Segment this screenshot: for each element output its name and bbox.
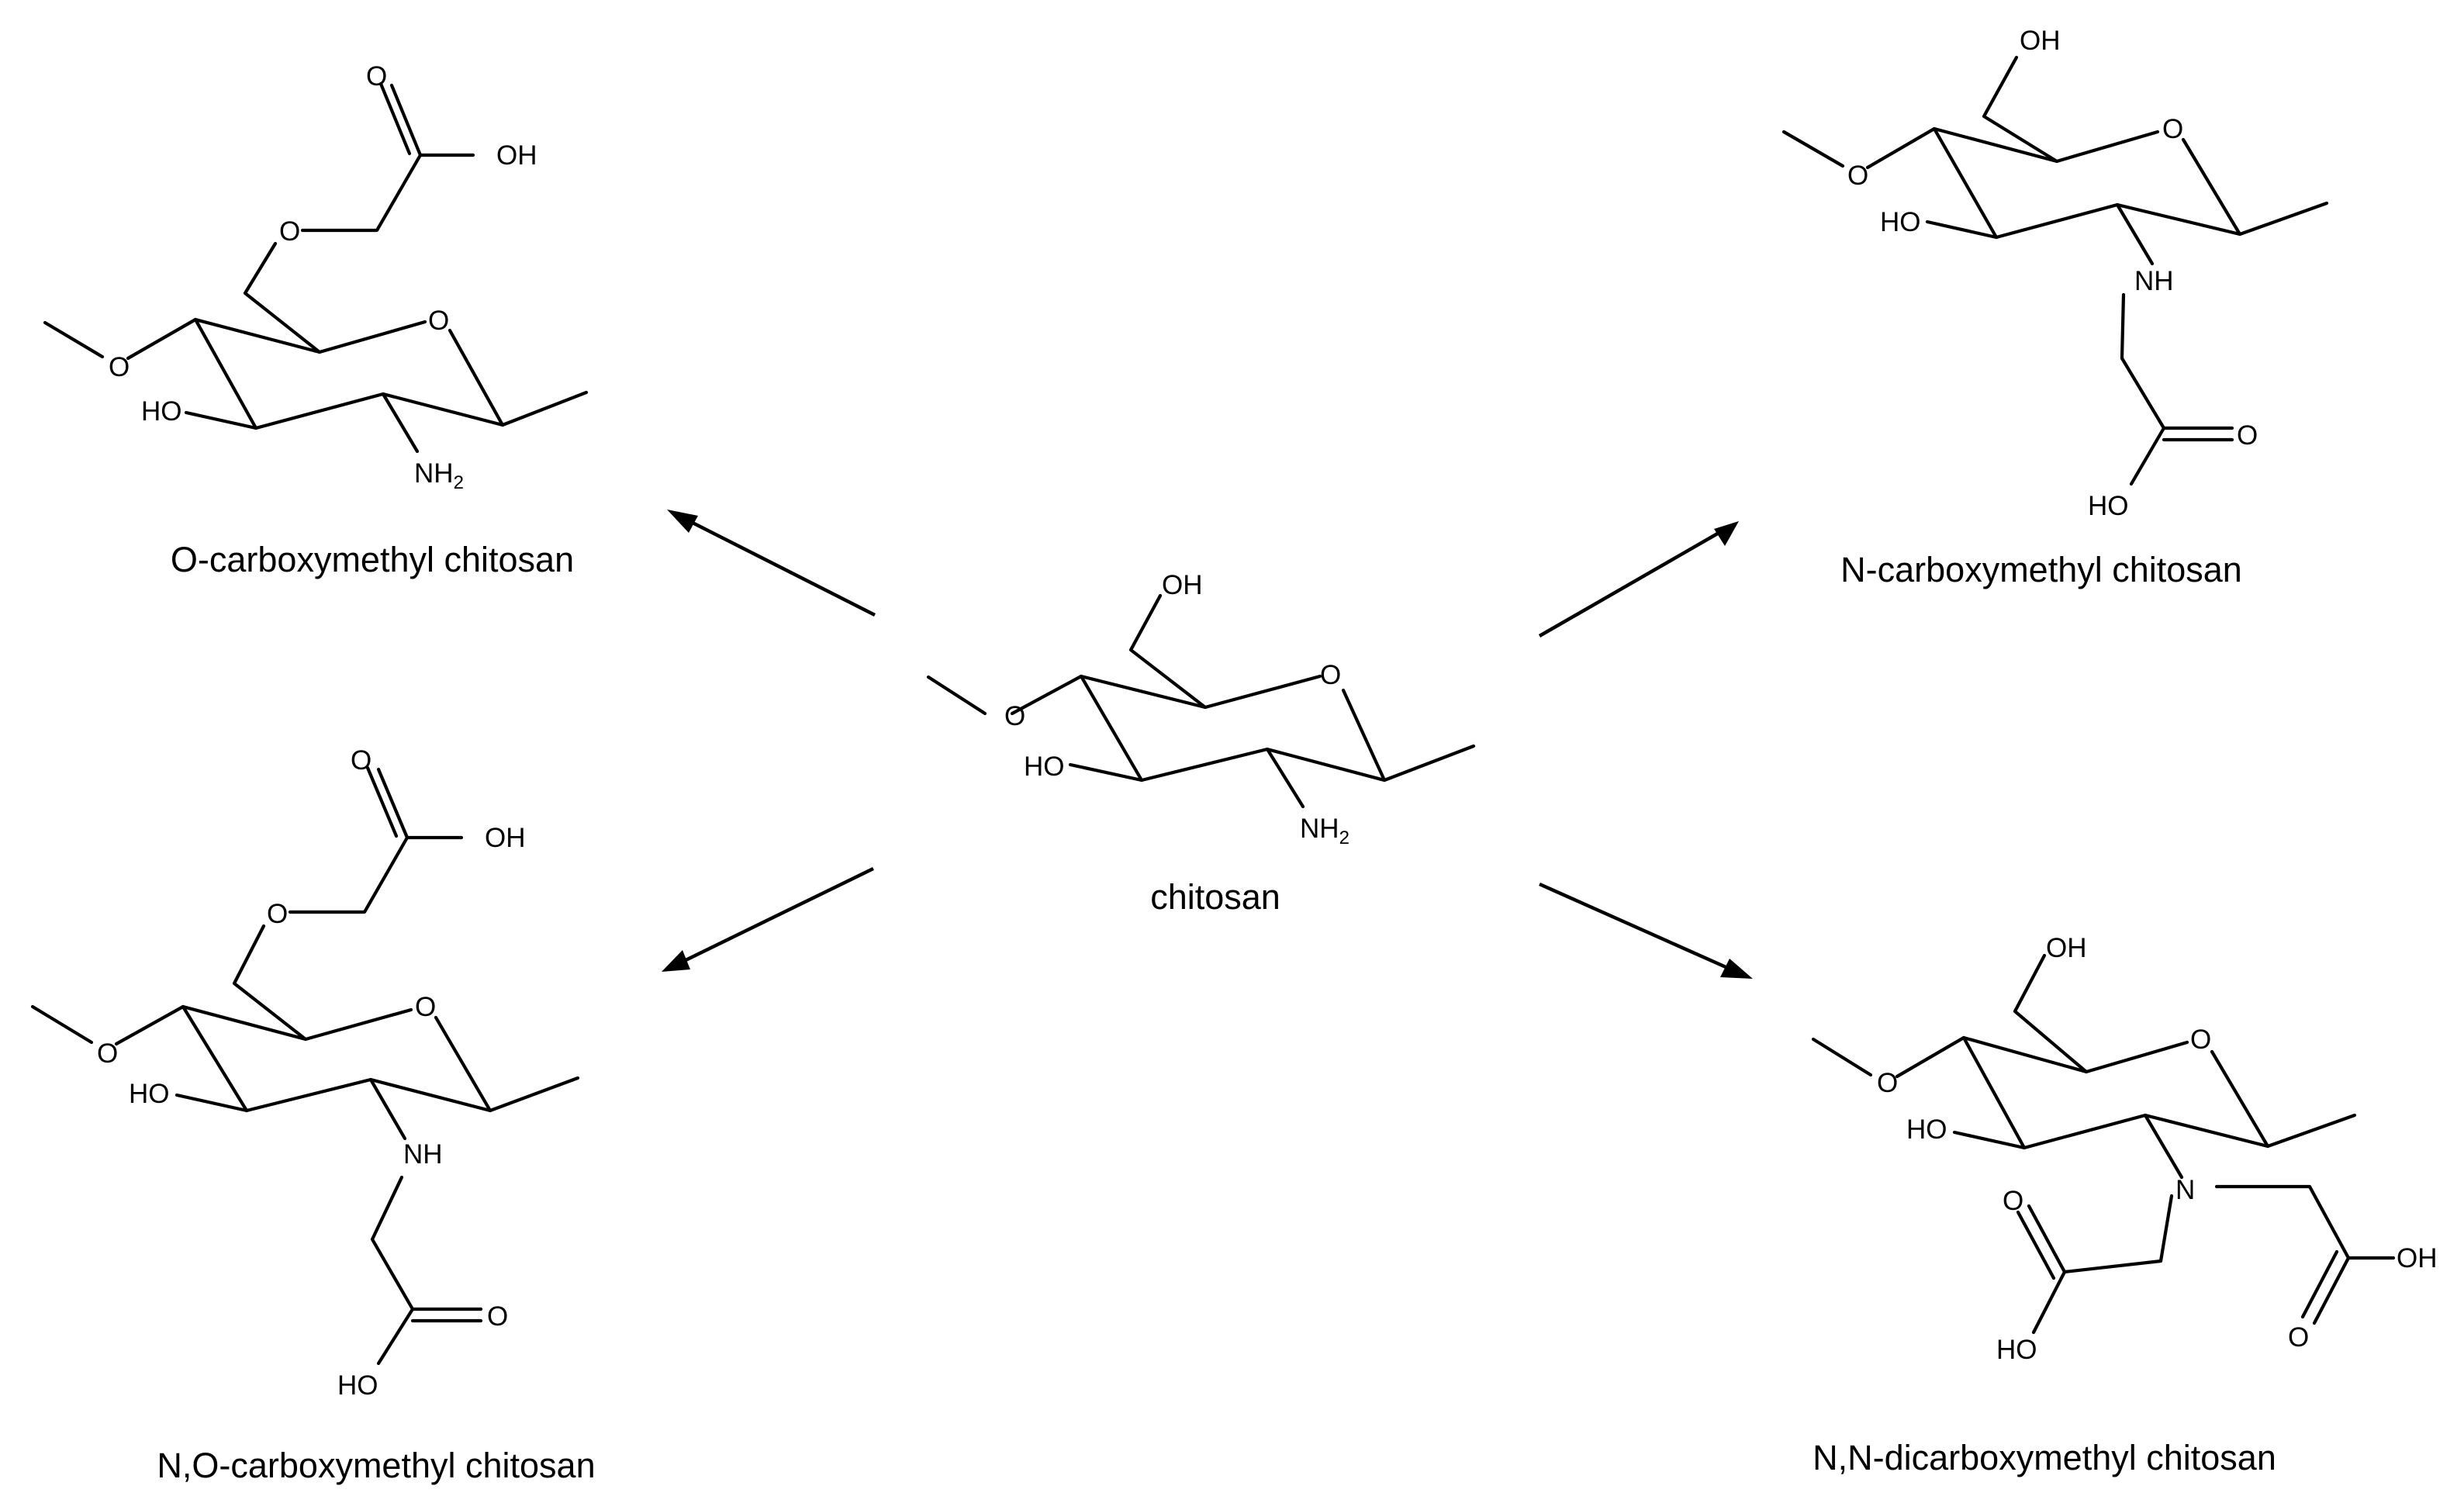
nn-dicarboxymethyl-chitosan-structure: O O HO OH N O HO OH O [1811,933,2438,1365]
caption-o-carboxymethyl-chitosan: O-carboxymethyl chitosan [171,540,574,579]
nh2-main: NH [1300,814,1339,844]
substituent-bonds [926,593,1476,809]
atom-ho-acid: HO [2088,491,2129,521]
atom-o-ring: O [2162,114,2183,144]
substituent-bonds [43,81,589,454]
atom-ho: HO [1880,207,1921,237]
caption-n-carboxymethyl-chitosan: N-carboxymethyl chitosan [1840,550,2242,589]
nh2-subscript: 2 [1339,828,1349,848]
atom-ho: HO [1906,1114,1947,1145]
substituent-bonds [1811,953,2396,1335]
atom-ho: HO [129,1079,170,1109]
atom-ho-acid-left: HO [1996,1335,2037,1365]
atom-oh: OH [1162,570,1203,600]
o-carboxymethyl-chitosan-structure: O O HO O O OH NH2 [43,61,589,493]
atom-o-carbonyl-right: O [2288,1322,2309,1353]
atom-o-carbonyl: O [366,61,387,92]
arrow-head [667,510,698,533]
caption-chitosan: chitosan [1150,877,1280,917]
nh2-main: NH [414,458,454,489]
ring-bonds [181,1004,492,1113]
atom-o-carbonyl: O [351,745,372,776]
ring-bonds [1932,126,2242,240]
no-carboxymethyl-chitosan-structure: O O HO O O OH NH O HO [30,745,580,1401]
atom-o-ring: O [428,306,449,336]
arrow-head [662,950,690,972]
atom-ho: HO [141,396,182,427]
atom-o-ring: O [415,992,436,1022]
atom-o-glycosidic: O [1004,701,1025,731]
atom-o-glycosidic: O [1847,161,1868,191]
nh2-subscript: 2 [454,472,464,493]
atom-nh: NH [2134,266,2174,296]
arrow-to-no-carboxymethyl [662,866,874,972]
arrow-shaft [1539,882,1732,972]
n-carboxymethyl-chitosan-structure: O O HO OH NH O HO [1781,26,2329,521]
atom-nh2: NH2 [1300,814,1349,848]
atom-oh: OH [496,140,537,171]
atom-n: N [2175,1175,2195,1205]
atom-o-carbonyl: O [2237,420,2258,451]
atom-o-ring: O [2190,1025,2211,1055]
atom-o-glycosidic: O [1877,1068,1898,1098]
atom-o-carbonyl-left: O [2003,1186,2023,1216]
substituent-bonds [30,765,580,1366]
atom-nh2: NH2 [414,458,464,493]
atom-o-glycosidic: O [97,1038,118,1069]
atom-oh-acid-right: OH [2397,1243,2438,1273]
atom-o-ring: O [1320,660,1341,690]
atom-ho: HO [1024,752,1065,782]
caption-nn-dicarboxymethyl-chitosan: N,N-dicarboxymethyl chitosan [1813,1438,2276,1477]
atom-nh: NH [403,1139,443,1170]
atom-ho-acid: HO [337,1370,378,1401]
atom-oh: OH [2020,26,2061,56]
ring-bonds [1961,1035,2270,1150]
atom-oh: OH [485,823,526,853]
arrow-head [1714,521,1739,546]
atom-o-ether: O [267,899,288,929]
arrow-shaft [685,517,876,617]
arrow-to-o-carboxymethyl [667,510,876,617]
arrow-to-n-carboxymethyl [1538,521,1739,638]
atom-o-glycosidic: O [109,352,130,382]
ring-bonds [193,317,505,430]
atom-oh: OH [2046,933,2087,963]
chitosan-structure: O O HO OH NH2 [926,570,1476,848]
ring-bonds [1079,674,1387,783]
atom-o-carbonyl-2: O [487,1301,508,1332]
arrow-head [1720,959,1753,979]
arrow-shaft [1538,530,1722,638]
substituent-bonds [1781,55,2329,486]
atom-o-ether: O [279,216,300,247]
caption-no-carboxymethyl-chitosan: N,O-carboxymethyl chitosan [157,1446,595,1485]
arrow-to-nn-dicarboxymethyl [1539,882,1753,979]
arrow-shaft [682,866,874,964]
